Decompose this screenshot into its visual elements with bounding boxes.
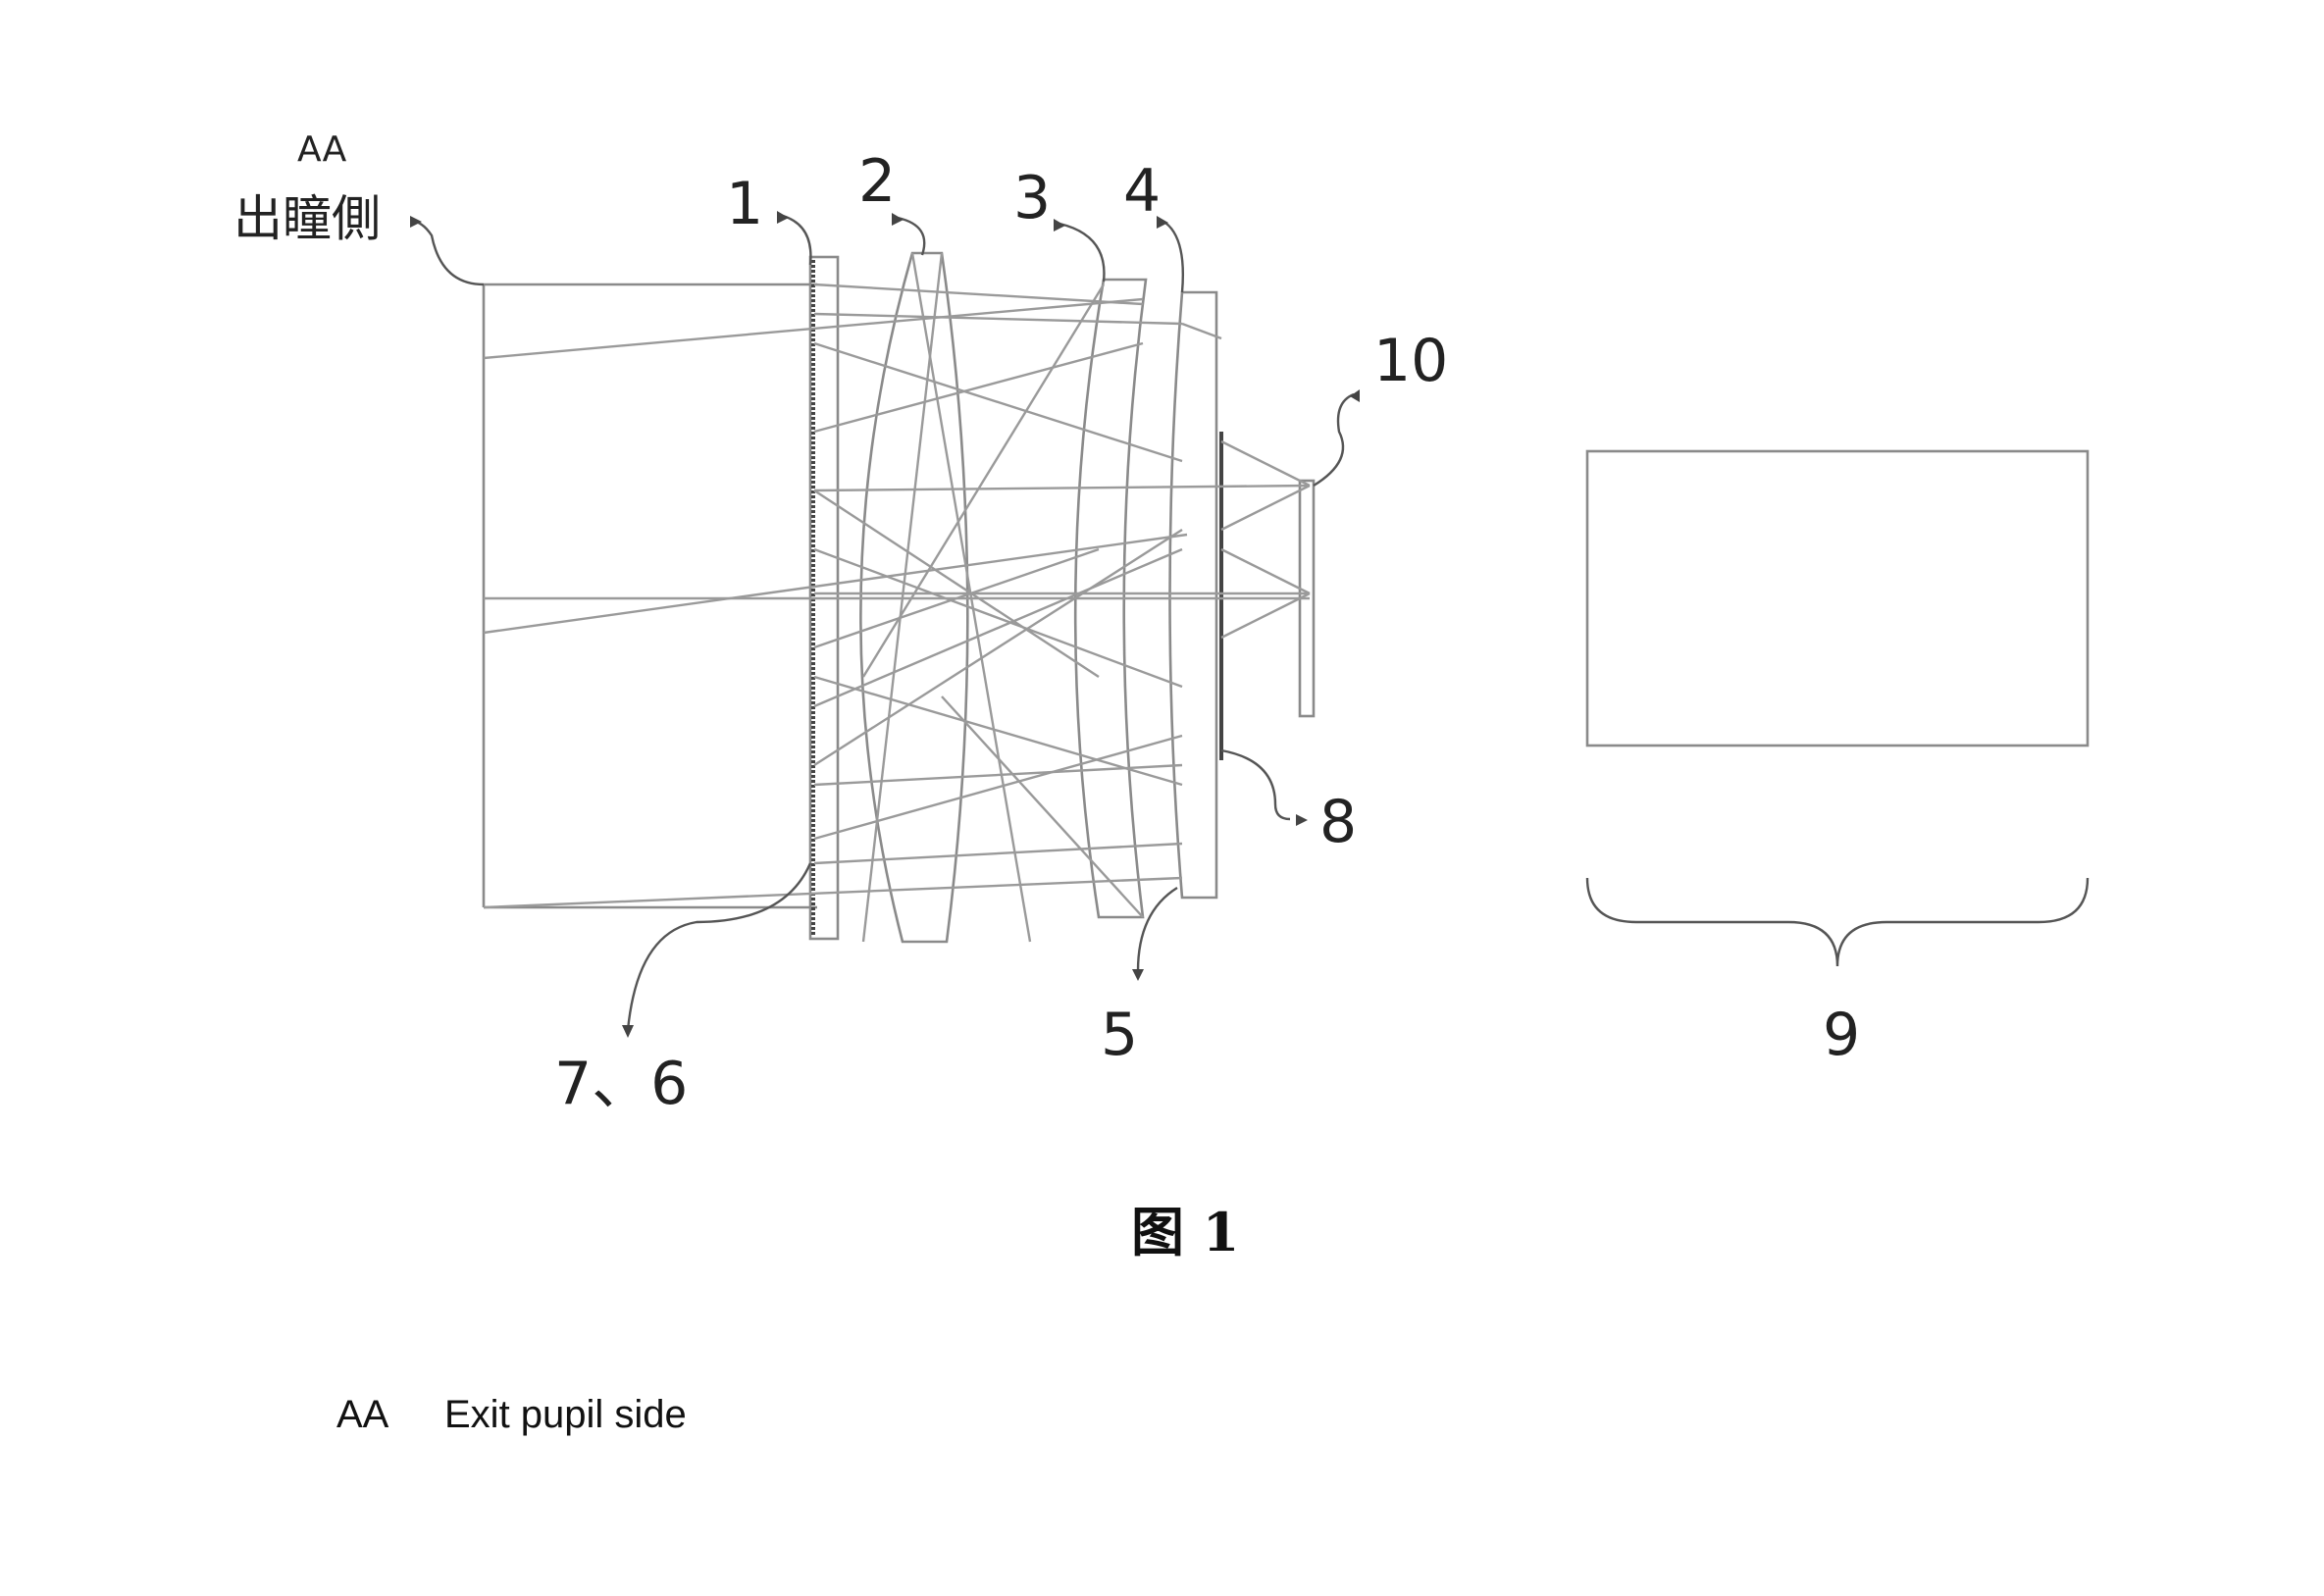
- label-9: 9: [1823, 1001, 1860, 1069]
- label-5: 5: [1101, 1001, 1138, 1069]
- legend-text: Exit pupil side: [444, 1393, 687, 1436]
- label-1: 1: [726, 170, 763, 238]
- brace-9: [1585, 877, 2090, 967]
- legend-key: AA: [336, 1393, 389, 1436]
- label-4: 4: [1123, 157, 1161, 226]
- exit-pupil-label: 出瞳側: [233, 190, 381, 247]
- leader-lines: [409, 211, 1360, 1038]
- module-9-box: [1585, 449, 2090, 747]
- lens-element-2: [859, 251, 969, 944]
- label-2: 2: [858, 147, 896, 216]
- exit-pupil-region: [482, 283, 817, 909]
- label-7-6: 7、6: [554, 1050, 688, 1118]
- label-10: 10: [1373, 327, 1448, 395]
- figure-title: 图 1: [1131, 1201, 1239, 1263]
- lens-element-4: [1168, 290, 1218, 900]
- ray-bundles: [483, 252, 1311, 943]
- aa-tag: AA: [297, 129, 347, 170]
- label-8: 8: [1319, 788, 1357, 856]
- label-3: 3: [1013, 164, 1051, 232]
